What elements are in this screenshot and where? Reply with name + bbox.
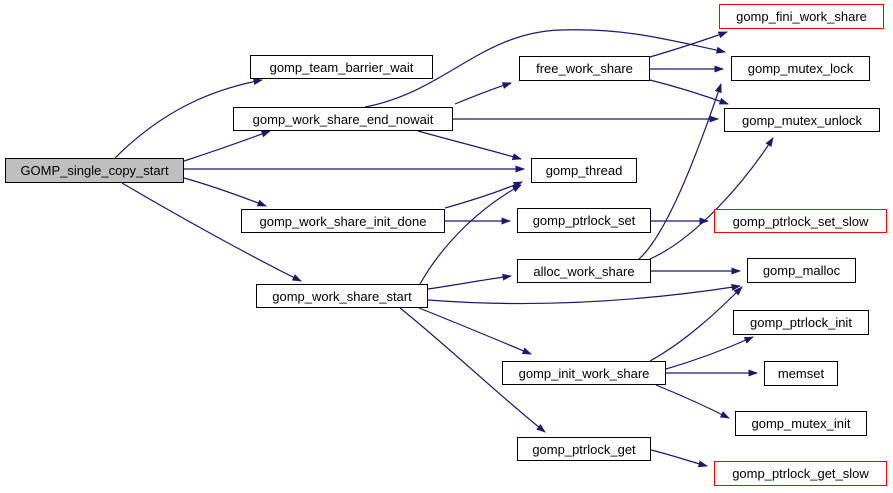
node-label: gomp_malloc xyxy=(762,263,841,278)
node-memset[interactable]: memset xyxy=(764,361,838,386)
edge-gomp_init_work_share-to-gomp_ptrlock_init xyxy=(665,336,754,370)
node-gomp_ptrlock_set[interactable]: gomp_ptrlock_set xyxy=(517,208,651,233)
node-label: alloc_work_share xyxy=(533,263,635,279)
node-label: gomp_mutex_unlock xyxy=(742,112,862,128)
edge-gomp_work_share_init_done-to-gomp_thread xyxy=(444,181,523,209)
node-gomp_work_share_end_nowait[interactable]: gomp_work_share_end_nowait xyxy=(233,107,453,131)
edge-gomp_init_work_share-to-gomp_mutex_init xyxy=(655,384,730,419)
node-gomp_ptrlock_init[interactable]: gomp_ptrlock_init xyxy=(733,310,869,335)
node-label: gomp_ptrlock_get xyxy=(532,441,636,457)
edge-gomp_work_share_start-to-alloc_work_share xyxy=(427,273,512,290)
edge-gomp_init_work_share-to-gomp_malloc xyxy=(649,286,743,362)
node-label: gomp_fini_work_share xyxy=(736,9,867,24)
node-gomp_work_share_start[interactable]: gomp_work_share_start xyxy=(256,284,428,308)
edge-gomp_work_share_start-to-gomp_thread xyxy=(419,184,522,285)
node-gomp_mutex_init[interactable]: gomp_mutex_init xyxy=(735,411,867,436)
node-free_work_share[interactable]: free_work_share xyxy=(519,56,650,81)
node-gomp_fini_work_share[interactable]: gomp_fini_work_share xyxy=(719,4,884,29)
node-gomp_ptrlock_get_slow[interactable]: gomp_ptrlock_get_slow xyxy=(714,461,887,486)
node-label: gomp_ptrlock_set xyxy=(532,213,636,228)
edge-gomp_work_share_start-to-gomp_malloc xyxy=(427,283,741,305)
edge-gomp_work_share_end_nowait-to-gomp_thread xyxy=(417,130,522,160)
node-alloc_work_share[interactable]: alloc_work_share xyxy=(517,259,651,283)
node-label: gomp_work_share_start xyxy=(272,288,412,304)
node-gomp_ptrlock_set_slow[interactable]: gomp_ptrlock_set_slow xyxy=(714,209,887,233)
node-label: gomp_work_share_init_done xyxy=(259,213,427,229)
edge-free_work_share-to-gomp_mutex_unlock xyxy=(649,79,729,105)
edge-gomp_work_share_start-to-gomp_ptrlock_get xyxy=(399,307,546,433)
edge-gomp_ptrlock_get-to-gomp_ptrlock_get_slow xyxy=(650,449,708,468)
edge-alloc_work_share-to-gomp_mutex_lock xyxy=(638,83,722,260)
node-label: gomp_ptrlock_set_slow xyxy=(732,213,869,229)
node-gomp_ptrlock_get[interactable]: gomp_ptrlock_get xyxy=(517,437,651,461)
node-gomp_mutex_unlock[interactable]: gomp_mutex_unlock xyxy=(724,108,880,132)
node-gomp_thread[interactable]: gomp_thread xyxy=(531,158,637,183)
node-label: gomp_work_share_end_nowait xyxy=(252,111,434,127)
edge-GOMP_single_copy_start-to-gomp_work_share_end_nowait xyxy=(183,130,271,162)
edge-GOMP_single_copy_start-to-gomp_work_share_init_done xyxy=(183,177,267,207)
edge-gomp_work_share_start-to-gomp_init_work_share xyxy=(418,307,532,355)
edge-gomp_work_share_end_nowait-to-gomp_mutex_lock xyxy=(364,29,726,108)
node-gomp_init_work_share[interactable]: gomp_init_work_share xyxy=(502,361,666,385)
node-label: gomp_init_work_share xyxy=(518,365,650,381)
edge-alloc_work_share-to-gomp_mutex_unlock xyxy=(649,137,774,260)
node-label: gomp_ptrlock_init xyxy=(750,315,852,330)
node-label: gomp_thread xyxy=(545,163,623,178)
node-label: GOMP_single_copy_start xyxy=(20,163,169,178)
node-label: free_work_share xyxy=(536,61,633,76)
node-label: gomp_mutex_lock xyxy=(747,61,854,76)
node-label: gomp_mutex_init xyxy=(751,416,851,431)
edge-GOMP_single_copy_start-to-gomp_work_share_start xyxy=(121,182,302,282)
edge-free_work_share-to-gomp_fini_work_share xyxy=(649,31,728,58)
node-GOMP_single_copy_start[interactable]: GOMP_single_copy_start xyxy=(5,158,184,183)
node-gomp_malloc[interactable]: gomp_malloc xyxy=(747,258,856,283)
node-gomp_work_share_init_done[interactable]: gomp_work_share_init_done xyxy=(241,209,445,233)
node-label: gomp_ptrlock_get_slow xyxy=(732,466,869,481)
node-label: gomp_team_barrier_wait xyxy=(269,59,414,75)
edges-group xyxy=(114,29,774,468)
node-gomp_team_barrier_wait[interactable]: gomp_team_barrier_wait xyxy=(250,55,433,79)
edge-GOMP_single_copy_start-to-gomp_team_barrier_wait xyxy=(114,78,263,159)
node-gomp_mutex_lock[interactable]: gomp_mutex_lock xyxy=(731,56,870,81)
node-label: memset xyxy=(777,366,825,381)
edge-gomp_work_share_end_nowait-to-free_work_share xyxy=(454,82,512,105)
